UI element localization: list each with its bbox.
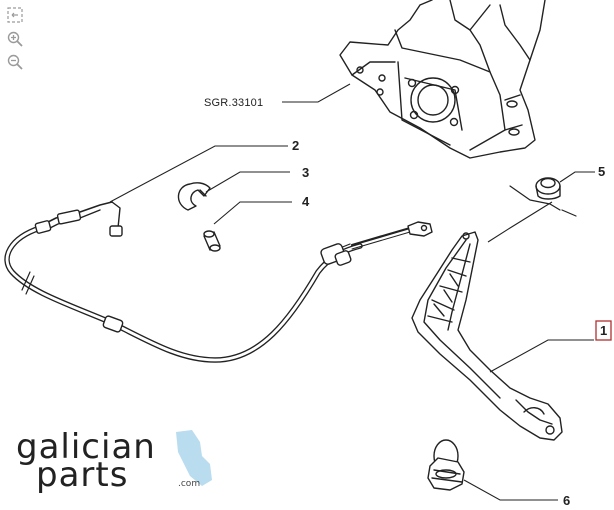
- callout-3[interactable]: 3: [302, 165, 309, 180]
- leader-2: [109, 145, 288, 203]
- svg-text:3: 3: [302, 165, 309, 180]
- zoom-out-icon[interactable]: [6, 53, 24, 71]
- galicianparts-logo: galician parts .com: [14, 424, 214, 495]
- pedal-stop: [509, 185, 577, 217]
- bushing: [203, 230, 221, 252]
- leader-sgr: [282, 83, 351, 103]
- logo-map-accent: [176, 430, 212, 486]
- clutch-cable: [4, 201, 433, 363]
- grommet: [535, 177, 561, 200]
- leader-6: [463, 479, 558, 501]
- retaining-clip: [177, 182, 211, 211]
- zoom-in-icon[interactable]: [6, 30, 24, 48]
- logo-line1: galician: [16, 427, 156, 467]
- leader-4: [213, 201, 292, 225]
- reference-label: SGR.33101: [204, 97, 263, 109]
- callout-1-box: [595, 320, 612, 341]
- pivot-bolt: [427, 439, 465, 491]
- leader-1-top: [487, 201, 553, 243]
- svg-text:2: 2: [292, 138, 299, 153]
- callout-5[interactable]: 5: [598, 164, 605, 179]
- svg-text:5: 5: [598, 164, 605, 179]
- clutch-pedal: [411, 231, 563, 441]
- fullscreen-icon[interactable]: [6, 6, 24, 24]
- logo-line2: parts: [36, 455, 128, 494]
- callout-2[interactable]: 2: [292, 138, 299, 153]
- leader-5: [559, 171, 595, 183]
- callout-6[interactable]: 6: [563, 493, 570, 508]
- callout-4[interactable]: 4: [302, 194, 310, 209]
- logo-suffix: .com: [178, 479, 200, 489]
- callout-1[interactable]: 1: [595, 320, 612, 341]
- leader-1: [489, 339, 594, 373]
- pedal-bracket: [339, 0, 546, 159]
- svg-text:4: 4: [302, 194, 310, 209]
- leader-3: [205, 171, 290, 193]
- svg-text:6: 6: [563, 493, 570, 508]
- svg-text:1: 1: [600, 323, 607, 338]
